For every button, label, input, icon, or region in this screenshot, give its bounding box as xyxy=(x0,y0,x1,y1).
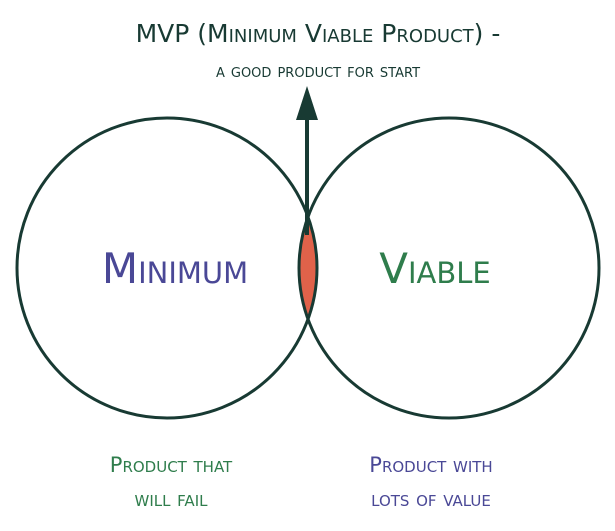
viable-label: Viable xyxy=(379,244,491,293)
minimum-label: Minimum xyxy=(102,244,248,293)
left-caption-line-2: will fail xyxy=(135,487,209,511)
left-caption-line-1: Product that xyxy=(110,453,233,477)
arrow-up-icon xyxy=(296,86,318,235)
viable-circle xyxy=(297,116,601,420)
title-line-1: MVP (Minimum Viable Product) - xyxy=(136,19,501,48)
title-line-2: a good product for start xyxy=(216,60,420,82)
right-caption-line-2: lots of value xyxy=(371,487,491,511)
right-caption-line-1: Product with xyxy=(369,453,492,477)
minimum-circle xyxy=(15,116,319,420)
